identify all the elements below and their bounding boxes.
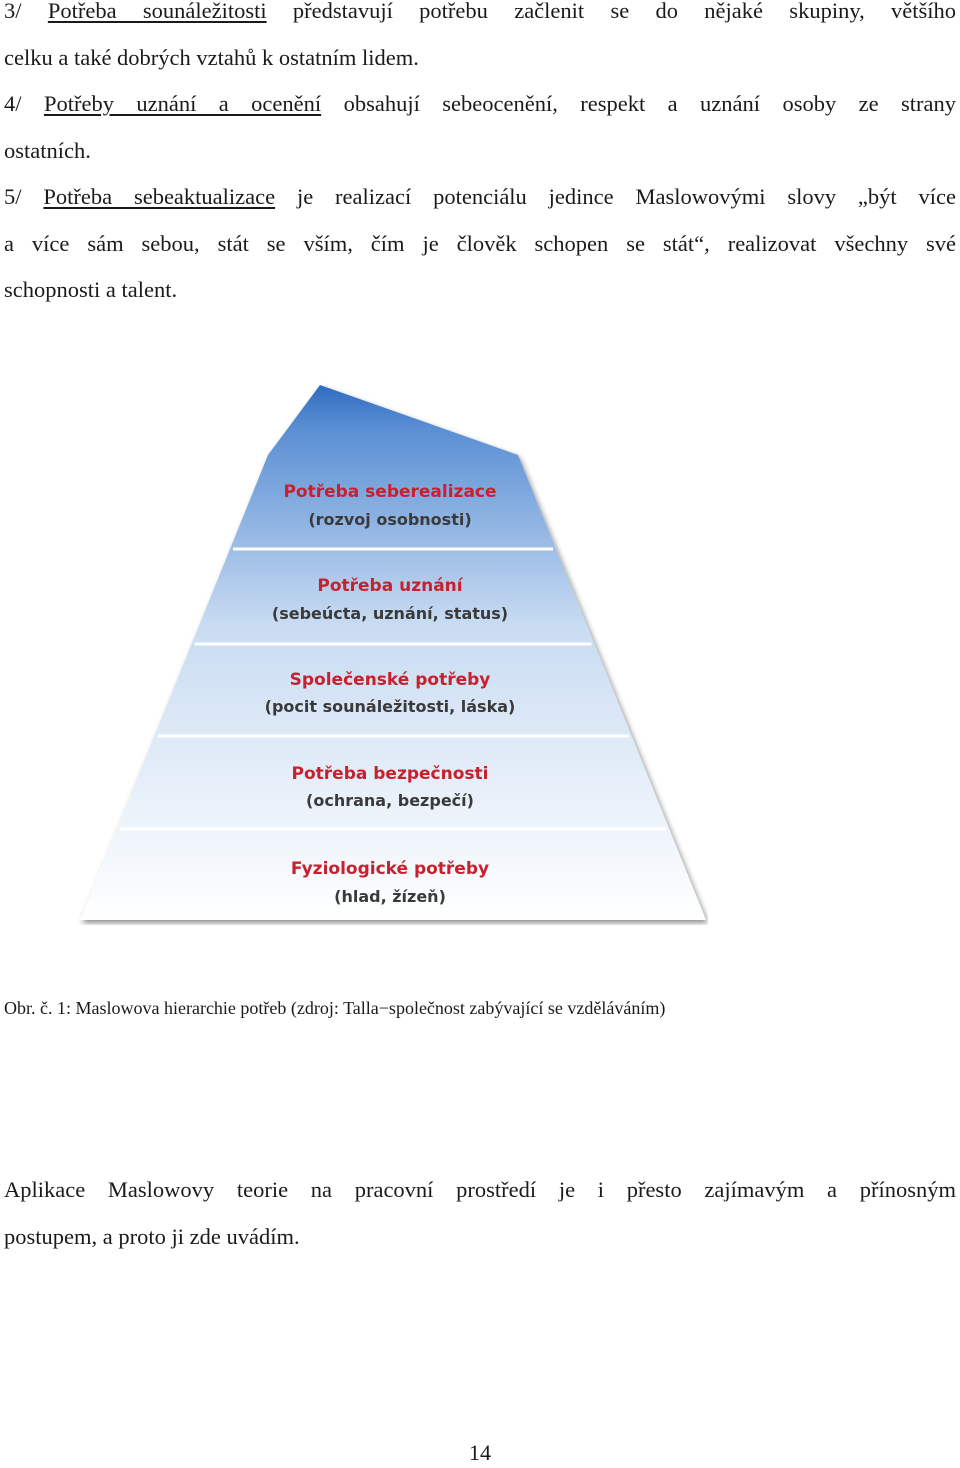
paragraph-need-self-actualization: 5/ Potřeba sebeaktualizace je realizací …	[4, 174, 956, 314]
pyramid-level-title: Potřeba uznání	[317, 576, 463, 596]
pyramid-level-subtitle: (pocit sounáležitosti, láska)	[265, 697, 516, 716]
paragraph-line: 4/ Potřeby uznání a ocenění obsahují seb…	[4, 81, 956, 128]
paragraph-application: Aplikace Maslowovy teorie na pracovní pr…	[4, 1167, 956, 1260]
pyramid-level-subtitle: (rozvoj osobnosti)	[308, 510, 471, 529]
pyramid-body	[80, 385, 706, 920]
term-underlined: Potřeba sounáležitosti	[47, 0, 267, 23]
pyramid-level-subtitle: (sebeúcta, uznání, status)	[272, 604, 508, 623]
paragraph-need-belonging: 3/ Potřeba sounáležitosti představují po…	[4, 0, 956, 81]
paragraph-line: 3/ Potřeba sounáležitosti představují po…	[4, 0, 956, 35]
maslow-pyramid-figure: Potřeba seberealizace (rozvoj osobnosti) P…	[80, 385, 706, 920]
list-number: 3/	[4, 0, 22, 23]
pyramid-level-title: Potřeba bezpečnosti	[292, 764, 489, 784]
paragraph-line: schopnosti a talent.	[4, 277, 178, 302]
term-underlined: Potřeby uznání a ocenění	[43, 91, 322, 116]
list-number: 4/	[4, 91, 22, 116]
paragraph-line: celku a také dobrých vztahů k ostatním l…	[4, 44, 419, 70]
page-number: 14	[469, 1440, 491, 1465]
pyramid-level-title: Potřeba seberealizace	[283, 482, 496, 502]
pyramid-level-subtitle: (ochrana, bezpečí)	[306, 791, 474, 810]
paragraph-text: je realizací potenciálu jedince Maslowov…	[296, 184, 956, 209]
pyramid-level-subtitle: (hlad, žízeň)	[334, 887, 446, 906]
paragraph-line: 5/ Potřeba sebeaktualizace je realizací …	[4, 174, 956, 221]
paragraph-line: Aplikace Maslowovy teorie na pracovní pr…	[4, 1177, 956, 1202]
paragraph-line: postupem, a proto ji zde uvádím.	[4, 1223, 300, 1249]
paragraph-text: představují potřebu začlenit se do nějak…	[292, 0, 957, 23]
pyramid-level-title: Společenské potřeby	[290, 670, 491, 690]
paragraph-line: ostatních.	[4, 137, 91, 163]
pyramid-level-title: Fyziologické potřeby	[291, 859, 489, 879]
paragraph-need-esteem: 4/ Potřeby uznání a ocenění obsahují seb…	[4, 81, 956, 174]
figure-caption: Obr. č. 1: Maslowova hierarchie potřeb (…	[4, 998, 666, 1018]
term-underlined: Potřeba sebeaktualizace	[43, 184, 276, 209]
paragraph-line: a více sám sebou, stát se vším, čím je č…	[4, 230, 956, 256]
paragraph-text: obsahují sebeocenění, respekt a uznání o…	[343, 91, 957, 116]
list-number: 5/	[4, 184, 22, 209]
